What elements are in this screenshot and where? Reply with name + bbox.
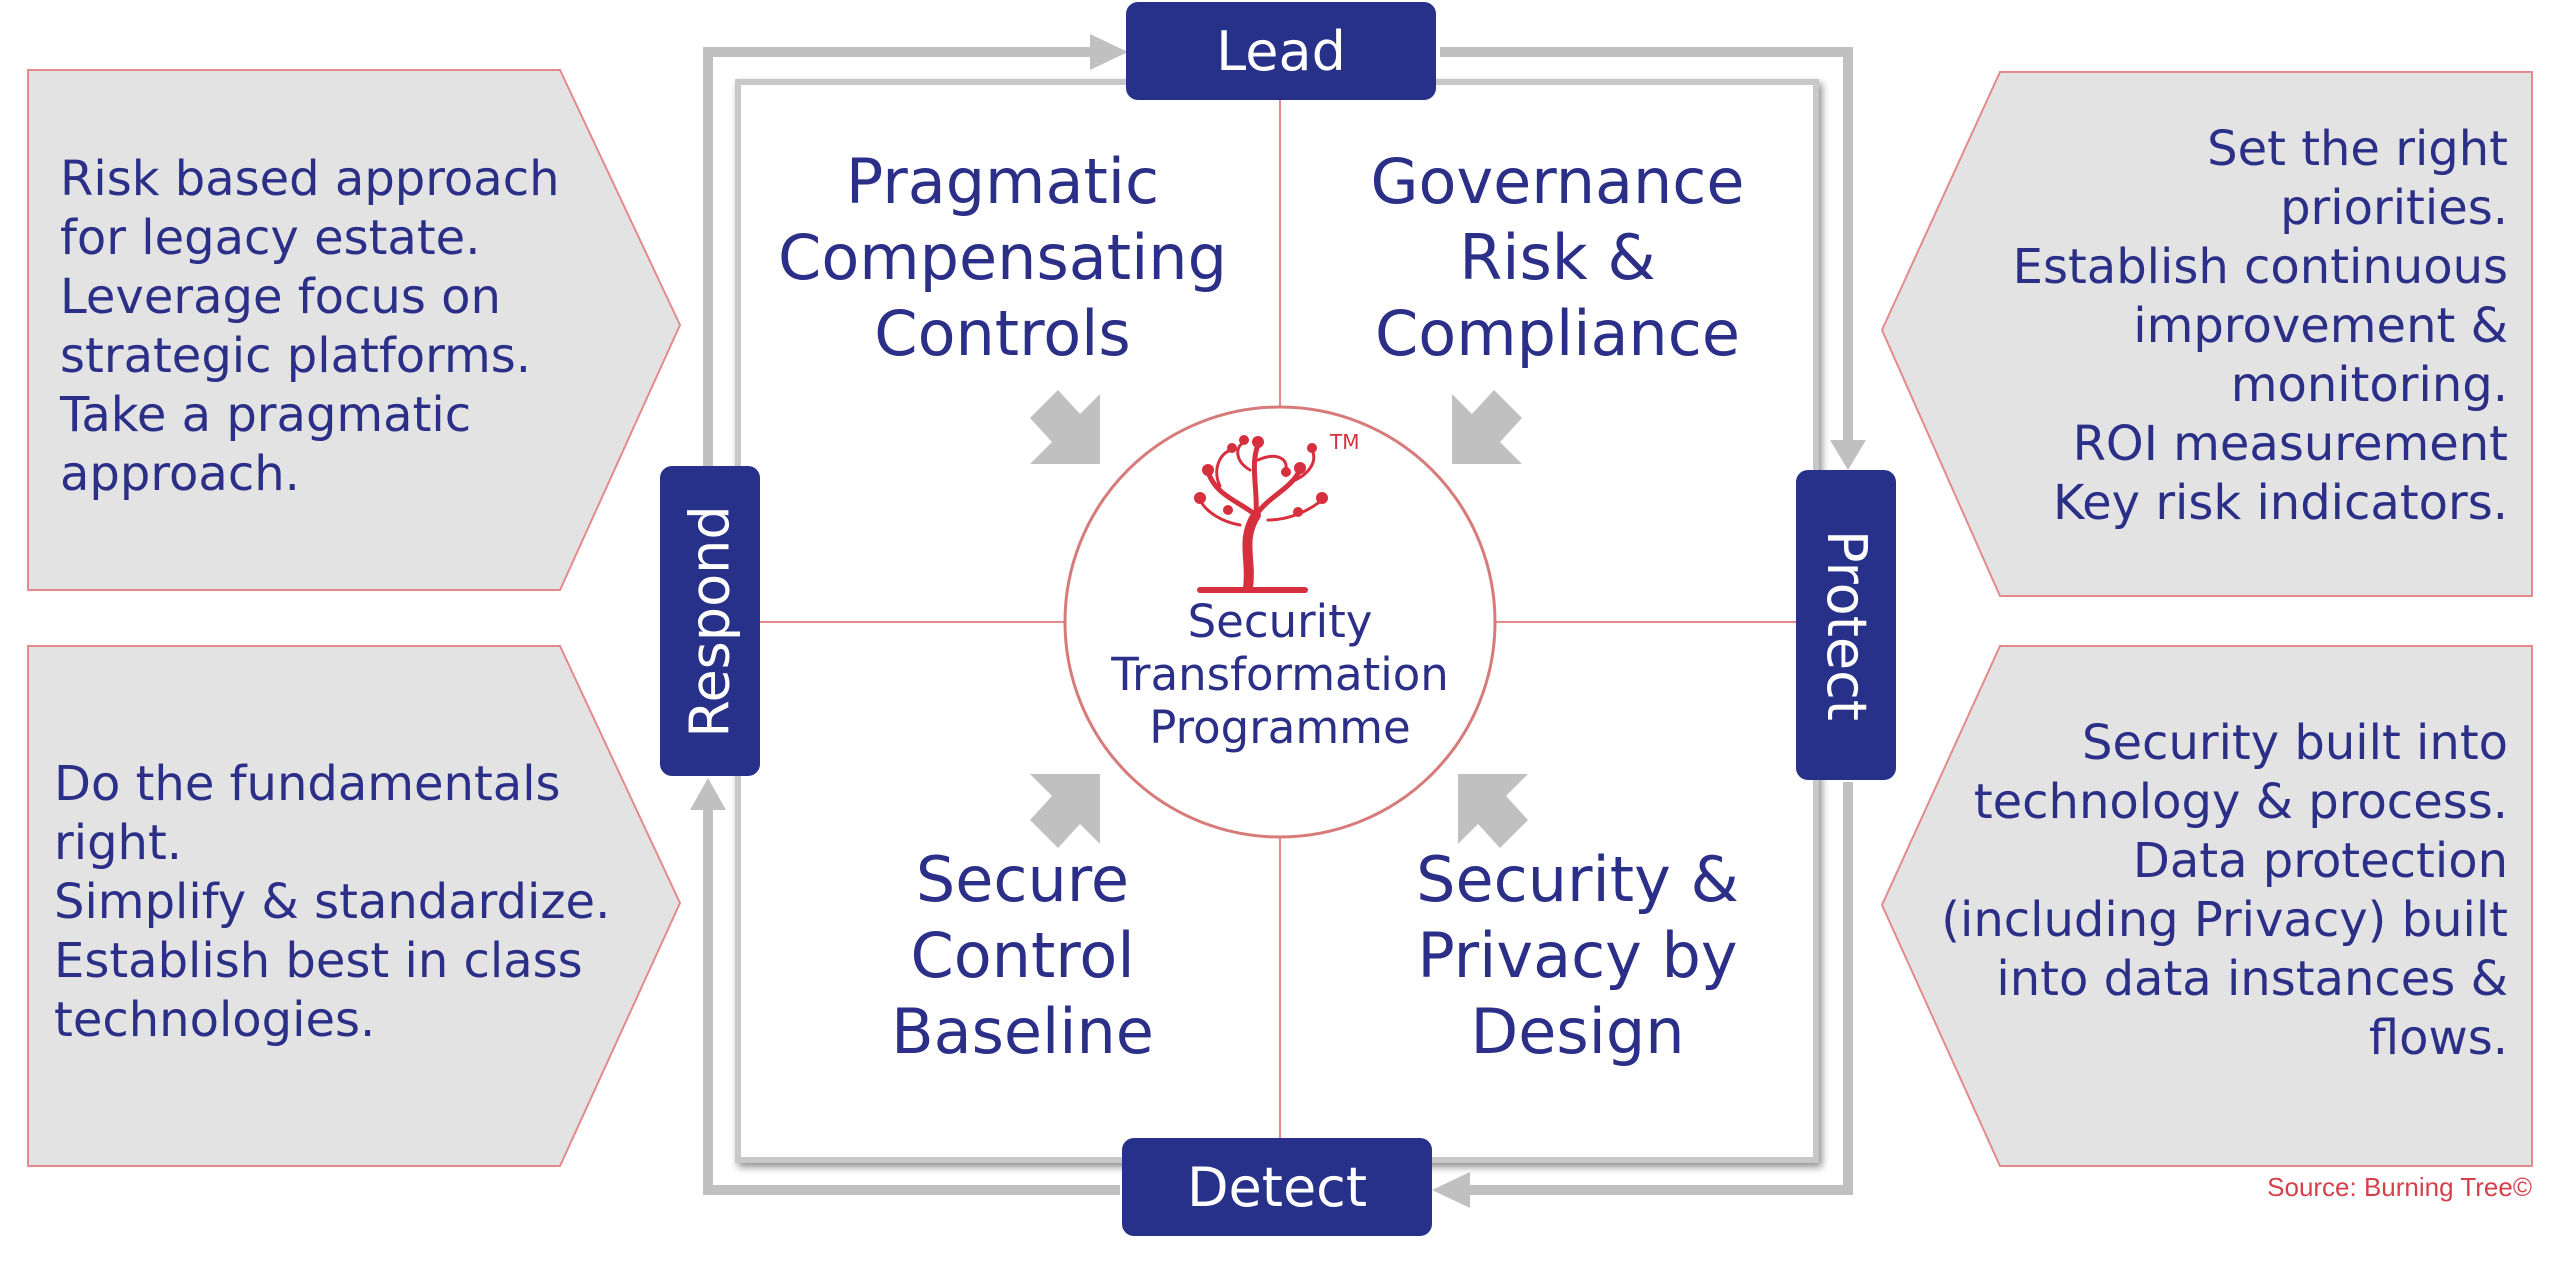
respond-label: Respond xyxy=(660,466,760,776)
panel-line: for legacy estate. xyxy=(60,210,481,266)
quadrant-line: Controls xyxy=(874,297,1131,370)
panel-line: priorities. xyxy=(2280,180,2508,236)
quadrant-top-left: Pragmatic Compensating Controls xyxy=(740,144,1265,372)
tree-node-icon xyxy=(1194,492,1206,504)
panel-text-top-right: Set the right priorities. Establish cont… xyxy=(2013,120,2508,533)
tree-node-icon xyxy=(1239,435,1249,445)
respond-label-text: Respond xyxy=(678,504,742,738)
quadrant-line: Compensating xyxy=(778,221,1227,294)
panel-line: Risk based approach xyxy=(60,151,560,207)
quadrant-line: Privacy by xyxy=(1417,919,1738,992)
panel-top-left xyxy=(27,69,682,591)
tree-node-icon xyxy=(1281,467,1291,477)
tree-node-icon xyxy=(1293,507,1303,517)
panel-line: Do the fundamentals xyxy=(54,756,561,812)
quadrant-bottom-left: Secure Control Baseline xyxy=(760,842,1285,1070)
tree-node-icon xyxy=(1252,436,1264,448)
quadrant-line: Security & xyxy=(1416,843,1739,916)
panel-top-right xyxy=(1880,71,2533,597)
panel-bottom-left xyxy=(27,645,682,1167)
panel-text-bottom-right: Security built into technology & process… xyxy=(1941,714,2508,1068)
panel-bottom-right xyxy=(1880,645,2533,1167)
detect-label-text: Detect xyxy=(1186,1155,1368,1219)
tree-node-icon xyxy=(1307,443,1317,453)
quadrant-bottom-right: Security & Privacy by Design xyxy=(1315,842,1840,1070)
panel-line: into data instances & xyxy=(1996,951,2508,1007)
center-circle xyxy=(1063,405,1497,839)
panel-line: Key risk indicators. xyxy=(2053,475,2508,531)
center-line: Security xyxy=(1187,595,1373,648)
panel-line: flows. xyxy=(2368,1010,2508,1066)
arrow-head-icon xyxy=(1432,1172,1470,1208)
quadrant-line: Compliance xyxy=(1375,297,1740,370)
quadrant-line: Control xyxy=(910,919,1135,992)
source-credit: Source: Burning Tree© xyxy=(2267,1172,2532,1202)
tree-node-icon xyxy=(1294,462,1306,474)
inward-arrow-icon xyxy=(1030,774,1100,848)
inward-arrow-icon xyxy=(1458,774,1528,848)
arrow-head-icon xyxy=(1090,34,1128,70)
tree-node-icon xyxy=(1223,505,1233,515)
center-title: Security Transformation Programme xyxy=(1060,595,1500,754)
panel-line: Establish best in class xyxy=(54,933,583,989)
panel-line: monitoring. xyxy=(2230,357,2508,413)
panel-line: Simplify & standardize. xyxy=(54,874,611,930)
cycle-arrows xyxy=(703,47,1853,1195)
quadrant-line: Governance xyxy=(1370,145,1745,218)
panel-line: technology & process. xyxy=(1973,774,2508,830)
protect-label: Protect xyxy=(1796,470,1896,780)
tree-node-icon xyxy=(1202,464,1214,476)
center-line: Programme xyxy=(1149,701,1411,754)
panel-line: Data protection xyxy=(2132,833,2508,889)
quadrant-line: Risk & xyxy=(1459,221,1656,294)
tree-node-icon xyxy=(1316,492,1328,504)
inward-arrow-icon xyxy=(1452,390,1522,464)
panel-line: (including Privacy) built xyxy=(1941,892,2508,948)
panel-line: right. xyxy=(54,815,183,871)
panel-line: strategic platforms. xyxy=(60,328,531,384)
arrow-head-icon xyxy=(690,778,726,810)
trademark-mark: TM xyxy=(1330,430,1360,454)
panel-line: improvement & xyxy=(2133,298,2508,354)
quadrant-line: Baseline xyxy=(891,995,1154,1068)
panel-line: Establish continuous xyxy=(2012,239,2508,295)
panel-line: Take a pragmatic xyxy=(60,387,472,443)
quadrant-line: Design xyxy=(1470,995,1685,1068)
panel-line: Security built into xyxy=(2082,715,2508,771)
lead-label-text: Lead xyxy=(1216,19,1346,83)
quadrant-top-right: Governance Risk & Compliance xyxy=(1295,144,1820,372)
quadrant-line: Pragmatic xyxy=(845,145,1160,218)
panel-line: approach. xyxy=(60,446,300,502)
inward-arrow-icon xyxy=(1030,390,1100,464)
panel-text-top-left: Risk based approach for legacy estate. L… xyxy=(60,150,560,504)
detect-label: Detect xyxy=(1122,1138,1432,1236)
protect-label-text: Protect xyxy=(1814,529,1878,721)
arrow-head-icon xyxy=(1830,440,1866,470)
panel-line: ROI measurement xyxy=(2072,416,2508,472)
panel-line: technologies. xyxy=(54,992,376,1048)
panel-line: Set the right xyxy=(2207,121,2508,177)
tree-node-icon xyxy=(1227,443,1237,453)
center-line: Transformation xyxy=(1111,648,1449,701)
lead-label: Lead xyxy=(1126,2,1436,100)
quadrant-line: Secure xyxy=(915,843,1130,916)
panel-line: Leverage focus on xyxy=(60,269,501,325)
panel-text-bottom-left: Do the fundamentals right. Simplify & st… xyxy=(54,755,610,1050)
